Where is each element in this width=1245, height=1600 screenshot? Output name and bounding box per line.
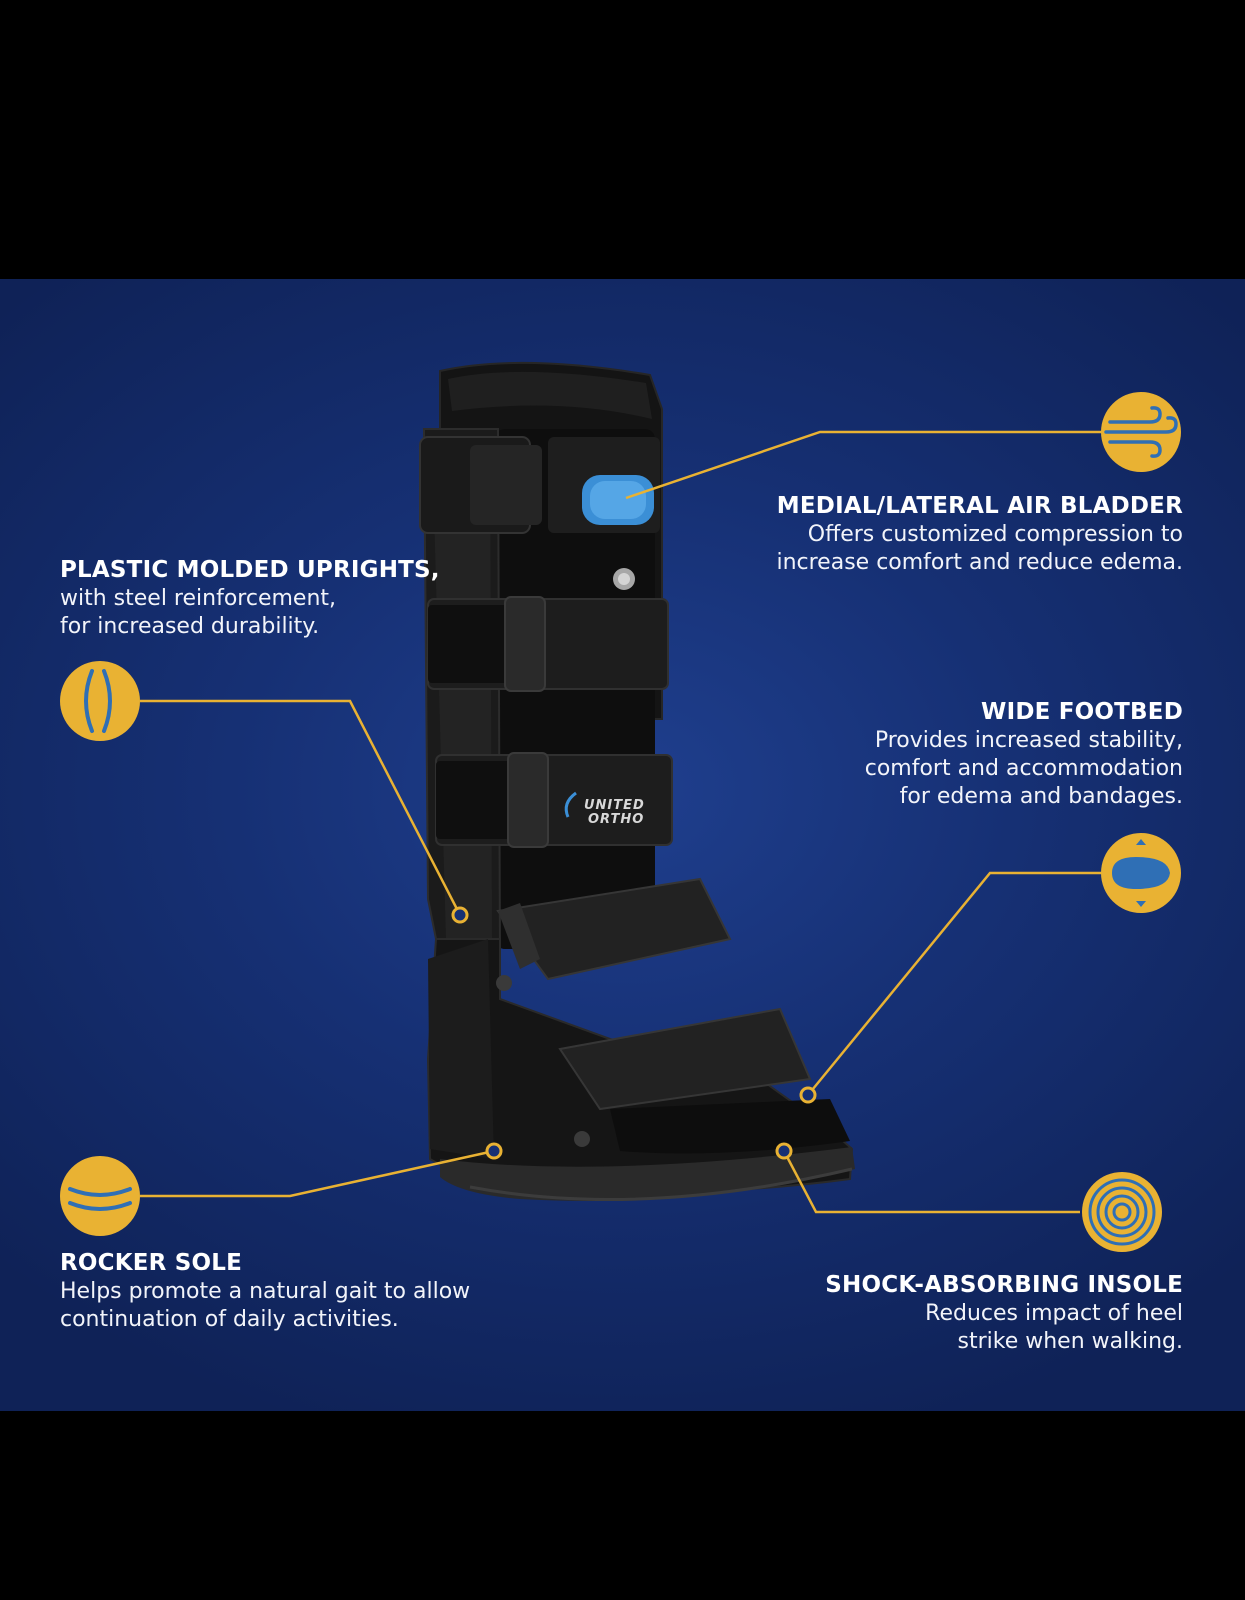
uprights-line-1: with steel reinforcement, — [60, 586, 337, 611]
insole-title: SHOCK-ABSORBING INSOLE — [825, 1272, 1183, 1298]
rocker-sole-line-1: Helps promote a natural gait to allow — [60, 1279, 471, 1304]
footbed-icon — [1101, 833, 1181, 913]
walker-boot: UNITED ORTHO — [419, 361, 855, 1201]
uprights-title: PLASTIC MOLDED UPRIGHTS, — [60, 557, 440, 583]
insole-callout: SHOCK-ABSORBING INSOLE Reduces impact of… — [825, 1270, 1183, 1356]
rocker-sole-title: ROCKER SOLE — [60, 1250, 243, 1276]
insole-line-2: strike when walking. — [957, 1329, 1183, 1354]
logo-line2: ORTHO — [588, 812, 644, 827]
logo-line1: UNITED — [584, 798, 645, 813]
callout-lines — [140, 430, 1102, 1214]
air-bladder-callout: MEDIAL/LATERAL AIR BLADDER Offers custom… — [776, 491, 1183, 577]
product-feature-panel: UNITED ORTHO — [0, 279, 1245, 1411]
air-bladder-line-2: increase comfort and reduce edema. — [776, 550, 1183, 575]
footbed-line-1: Provides increased stability, — [874, 728, 1183, 753]
rocker-sole-line-2: continuation of daily activities. — [60, 1307, 399, 1332]
rocker-sole-icon — [60, 1156, 140, 1236]
air-flow-icon — [1101, 392, 1181, 472]
footbed-title: WIDE FOOTBED — [981, 699, 1183, 725]
uprights-callout: PLASTIC MOLDED UPRIGHTS, with steel rein… — [60, 555, 440, 641]
insole-line-1: Reduces impact of heel — [925, 1301, 1183, 1326]
uprights-icon — [60, 661, 140, 741]
boot-illustration: UNITED ORTHO — [60, 361, 1181, 1252]
footbed-callout: WIDE FOOTBED Provides increased stabilit… — [865, 697, 1183, 811]
concentric-rings-icon — [1082, 1172, 1162, 1252]
callout-markers — [451, 906, 817, 1160]
footbed-line-3: for edema and bandages. — [899, 784, 1183, 809]
air-bladder-line-1: Offers customized compression to — [807, 522, 1183, 547]
footbed-line-2: comfort and accommodation — [864, 756, 1183, 781]
rocker-sole-callout: ROCKER SOLE Helps promote a natural gait… — [60, 1248, 470, 1334]
uprights-line-2: for increased durability. — [60, 614, 320, 639]
air-bladder-title: MEDIAL/LATERAL AIR BLADDER — [776, 493, 1183, 519]
